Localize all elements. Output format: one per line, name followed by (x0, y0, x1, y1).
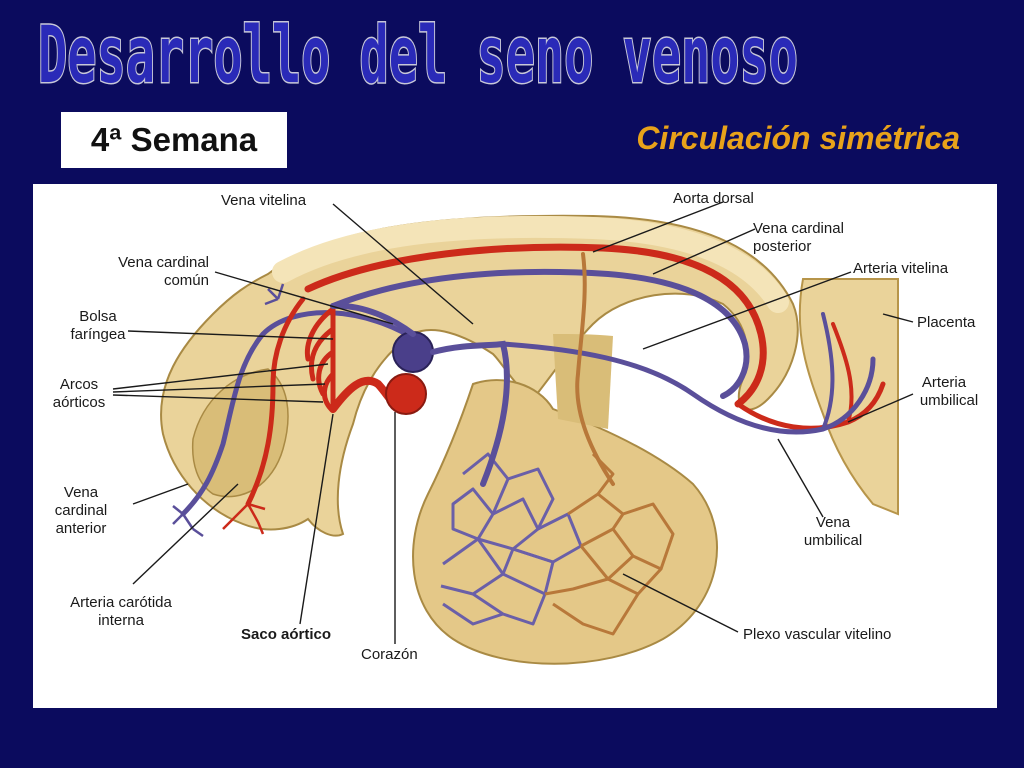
vena-vitelina-vessel (430, 340, 510, 487)
yolk-sac (412, 379, 718, 665)
arteria-vitelina-vessel (575, 252, 615, 486)
label-arteria-carotida-interna-line2: interna (98, 612, 144, 629)
label-arteria-umbilical-line2: umbilical (919, 392, 979, 409)
week-label: 4ª Semana (90, 121, 258, 158)
vena-umbilical-vessel (500, 341, 876, 435)
slide-title-text: Desarrollo del seno venoso (38, 11, 798, 98)
vena-cardinal-comun-vessel (330, 302, 416, 337)
label-arteria-vitelina: Arteria vitelina (853, 260, 949, 277)
embryo-illustration (112, 201, 914, 665)
label-vena-cardinal-anterior-line2: cardinal (54, 502, 108, 519)
label-vena-cardinal-posterior-line1: Vena cardinal (753, 220, 844, 237)
heart-ventricle (385, 373, 427, 415)
aorta-dorsal-vessel (304, 243, 767, 408)
vena-cardinal-posterior-vessel (330, 268, 750, 399)
subtitle: Circulación simétrica (636, 120, 960, 156)
label-arteria-umbilical-line1: Arteria (921, 374, 967, 391)
label-vena-cardinal-anterior-line3: anterior (55, 520, 107, 537)
label-placenta: Placenta (917, 314, 976, 331)
label-vena-umbilical-line1: Vena (815, 514, 851, 531)
label-arcos-aorticos-line2: aórticos (52, 394, 106, 411)
slide-title: Desarrollo del seno venoso (37, 10, 800, 99)
placenta-shape (798, 278, 899, 516)
label-plexo-vascular-vitelino: Plexo vascular vitelino (743, 626, 892, 643)
embryo-diagram: Vena vitelina Aorta dorsal Vena cardinal… (33, 184, 997, 708)
vena-umbilical-branch (821, 312, 835, 431)
vitelline-plexus-arterial (544, 452, 675, 636)
label-vena-cardinal-comun-line1: Vena cardinal (118, 254, 209, 271)
label-bolsa-faringea-line1: Bolsa (79, 308, 117, 325)
label-bolsa-faringea-line2: faríngea (70, 326, 126, 343)
neural-tube (272, 215, 789, 313)
label-vena-vitelina: Vena vitelina (221, 192, 307, 209)
label-saco-aortico: Saco aórtico (241, 626, 332, 643)
week-box: 4ª Semana (61, 112, 287, 168)
label-arcos-aorticos-line1: Arcos (59, 376, 99, 393)
label-aorta-dorsal: Aorta dorsal (673, 190, 754, 207)
head-capillaries (222, 502, 266, 535)
label-vena-cardinal-comun-line2: común (163, 272, 209, 289)
label-vena-umbilical-line2: umbilical (803, 532, 863, 549)
arcos-aorticos-vessels (245, 296, 336, 507)
arteria-umbilical-vessel (735, 381, 886, 431)
vena-cardinal-anterior-vessel (180, 310, 426, 517)
label-arteria-carotida-interna-line1: Arteria carótida (70, 594, 172, 611)
leader-lines (112, 201, 914, 644)
label-corazon: Corazón (361, 646, 418, 663)
sinus-venosus (392, 331, 434, 373)
label-vena-cardinal-anterior-line1: Vena (63, 484, 99, 501)
label-vena-cardinal-posterior-line2: posterior (753, 238, 812, 255)
